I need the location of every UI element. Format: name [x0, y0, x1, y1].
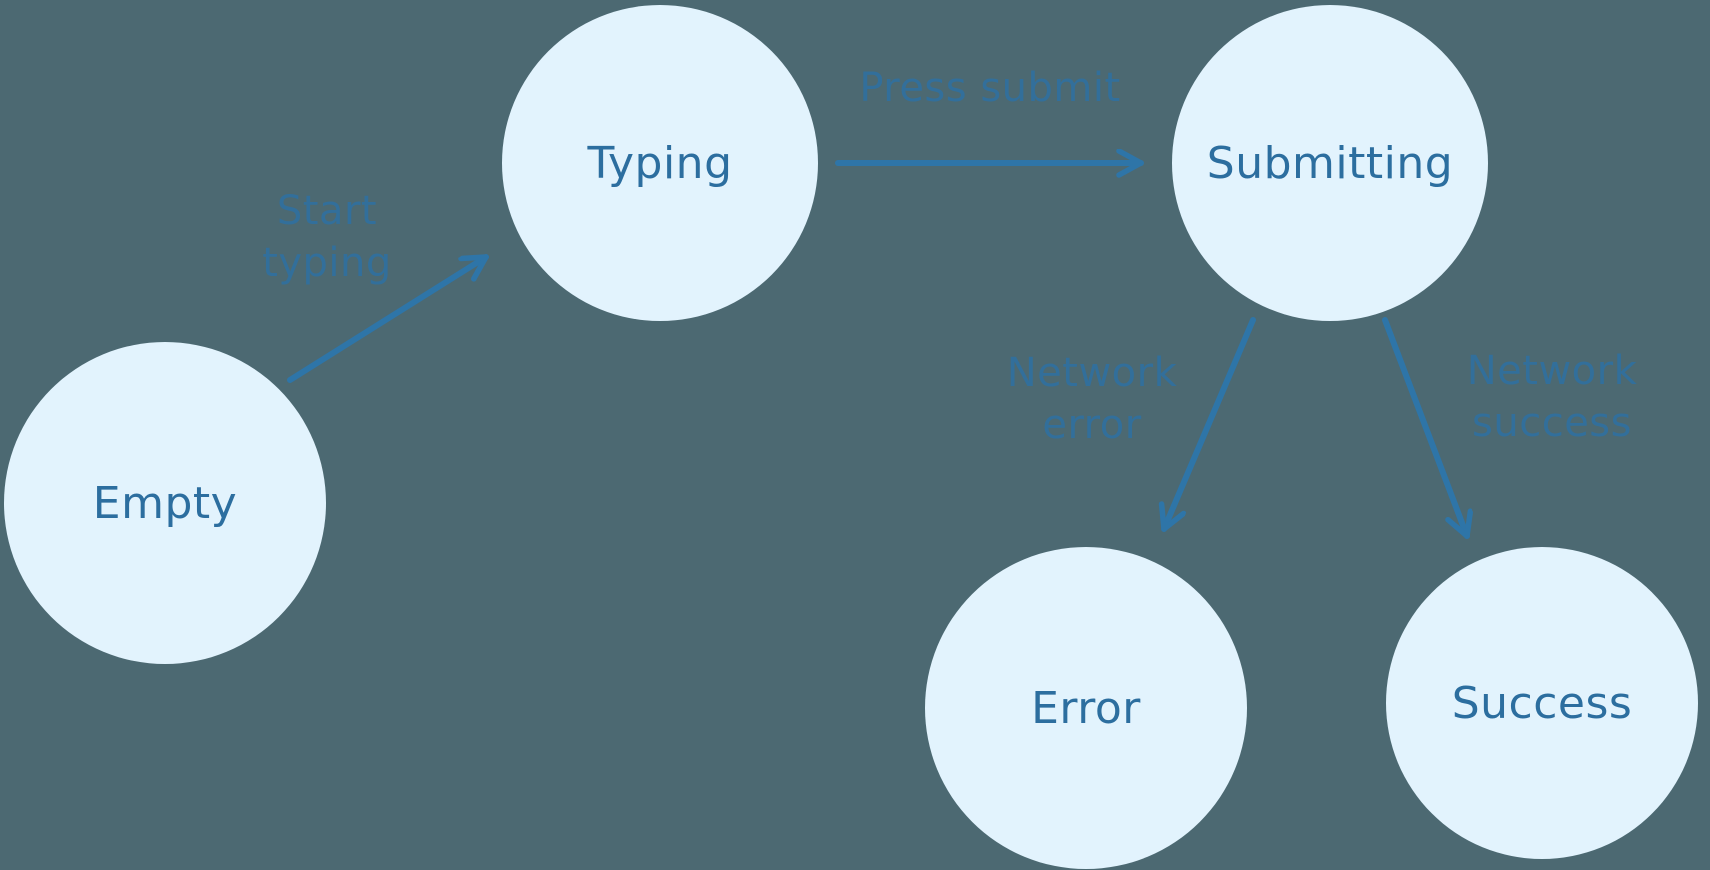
- edge-label-start-typing: Start typing: [262, 188, 392, 286]
- state-label-empty: Empty: [92, 477, 238, 529]
- edge-label-press-submit: Press submit: [859, 65, 1121, 111]
- state-label-success: Success: [1451, 677, 1633, 729]
- edge-arrow-submitting-to-error: [1164, 317, 1256, 532]
- state-label-typing: Typing: [587, 137, 733, 189]
- state-node-submitting: Submitting: [1172, 5, 1488, 321]
- state-node-empty: Empty: [4, 342, 326, 664]
- state-node-success: Success: [1386, 547, 1698, 859]
- edge-label-network-error: Network error: [1006, 350, 1178, 448]
- state-node-error: Error: [925, 547, 1247, 869]
- state-node-typing: Typing: [502, 5, 818, 321]
- state-label-submitting: Submitting: [1206, 137, 1454, 189]
- edge-arrow-empty-to-typing: [287, 254, 489, 383]
- edge-arrow-submitting-to-success: [1382, 317, 1467, 539]
- edge-label-network-success: Network success: [1466, 348, 1638, 446]
- state-label-error: Error: [1031, 682, 1141, 734]
